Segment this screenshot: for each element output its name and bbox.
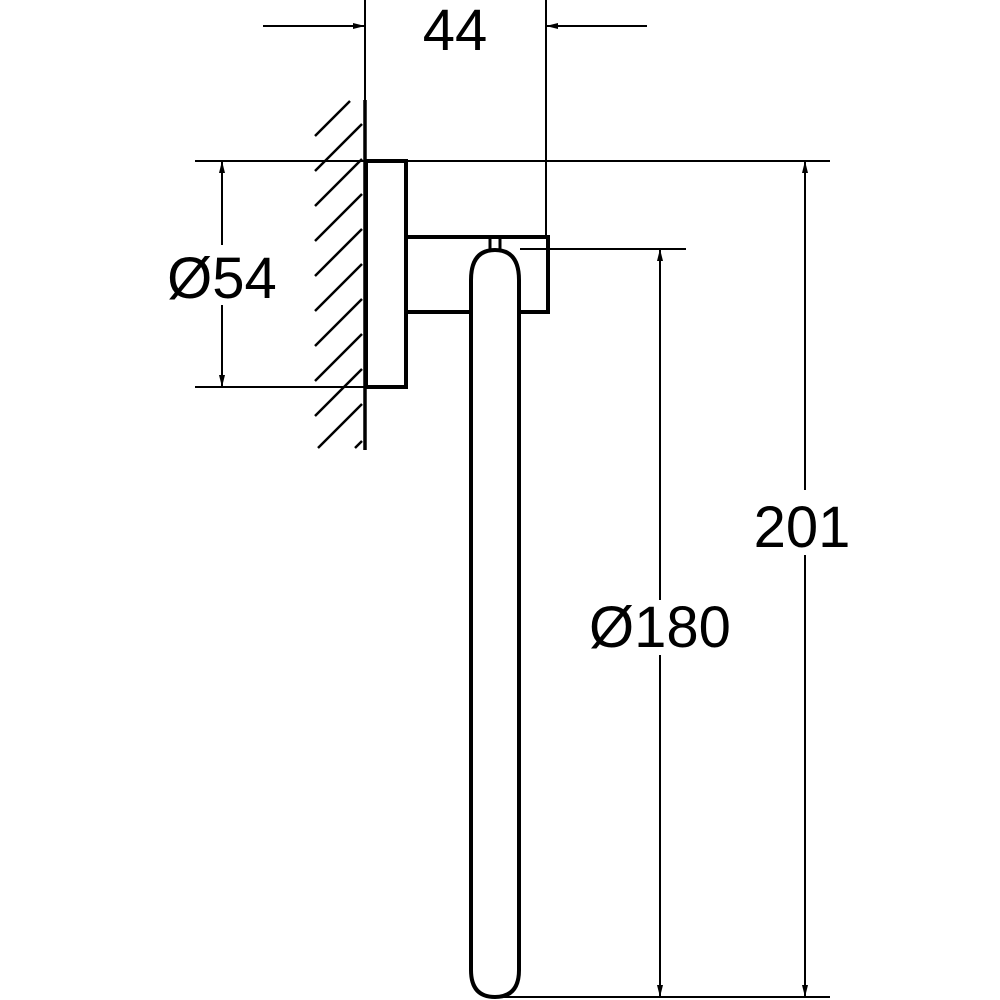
rosette (364, 159, 408, 389)
dimension-diameter-180: Ø180 (589, 595, 731, 660)
dimension-diameter-54: Ø54 (167, 246, 277, 311)
dimension-201: 201 (754, 495, 851, 560)
dimension-lines (195, 0, 830, 998)
arm (406, 235, 550, 314)
towel-ring (364, 159, 550, 1000)
ring (469, 247, 521, 1000)
wall-hatching (314, 100, 367, 450)
dimension-44: 44 (423, 0, 488, 63)
